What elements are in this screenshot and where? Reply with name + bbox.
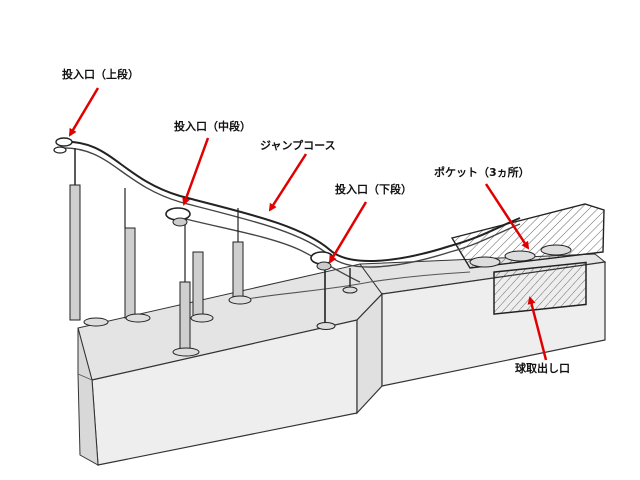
arrow-pockets — [484, 183, 530, 250]
ball-outlet-label: 球取出し口 — [515, 362, 570, 375]
rail-main — [59, 140, 521, 263]
ball-outlet-window — [493, 261, 587, 315]
arrow-lower-inlet — [328, 201, 368, 264]
upper-inlet-funnel — [53, 137, 73, 154]
jump-course-label: ジャンプコース — [260, 139, 336, 152]
lower-inlet-funnel — [310, 251, 334, 271]
post-7 — [342, 268, 358, 294]
post-3 — [172, 216, 200, 357]
arrow-jump-course — [268, 153, 308, 212]
arrow-middle-inlet — [182, 137, 210, 206]
rail-lower — [181, 217, 361, 283]
pocket-3 — [540, 244, 572, 256]
post-6 — [316, 262, 336, 330]
arrow-upper-inlet — [68, 87, 100, 137]
upper-inlet-label: 投入口（上段） — [62, 68, 139, 81]
arrow-ball-outlet — [527, 296, 548, 361]
pockets-label: ポケット（3ヵ所） — [434, 166, 530, 179]
rail-ground — [239, 271, 471, 301]
lower-inlet-label: 投入口（下段） — [335, 183, 412, 196]
post-4 — [190, 251, 214, 323]
rail-main-inner — [59, 147, 521, 268]
post-1 — [69, 148, 109, 327]
middle-inlet-funnel — [165, 207, 191, 227]
post-5 — [228, 208, 252, 305]
pocket-2 — [504, 250, 536, 262]
middle-inlet-label: 投入口（中段） — [174, 120, 251, 133]
base-left-side — [77, 327, 99, 466]
pocket-1 — [469, 256, 501, 268]
post-2 — [124, 188, 151, 323]
